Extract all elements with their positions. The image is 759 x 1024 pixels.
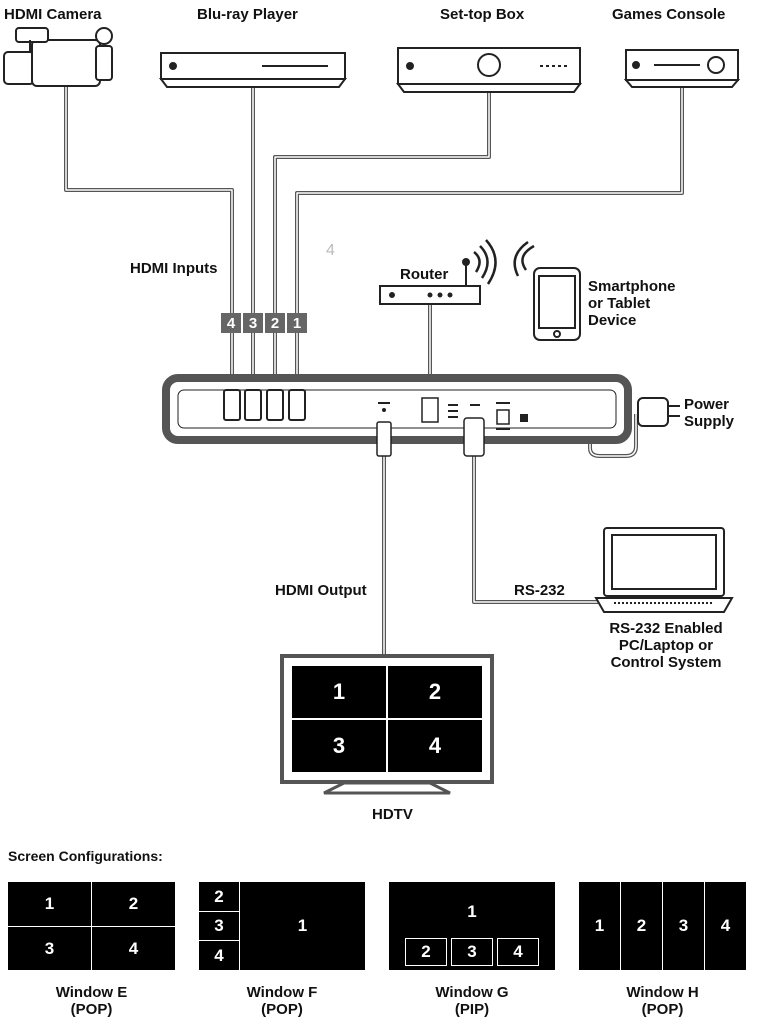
window-h: 1 2 3 4 bbox=[579, 882, 746, 970]
input-tag-1: 1 bbox=[287, 313, 307, 333]
window-g: 1 2 3 4 bbox=[389, 882, 555, 970]
input-connectors bbox=[223, 389, 306, 421]
laptop-label: RS-232 Enabled PC/Laptop or Control Syst… bbox=[609, 620, 723, 671]
rs232-label: RS-232 bbox=[514, 582, 565, 599]
window-g-pip-4: 4 bbox=[497, 938, 539, 966]
tv-cell-4: 4 bbox=[428, 733, 442, 758]
window-e-cell-3: 3 bbox=[44, 938, 55, 958]
router-icon bbox=[379, 258, 481, 305]
window-e-cell-2: 2 bbox=[128, 893, 139, 913]
window-e-caption: Window E (POP) bbox=[55, 984, 128, 1018]
window-f-divider-v bbox=[239, 882, 240, 970]
window-h-cell-2: 2 bbox=[636, 916, 647, 935]
tv-divider-h bbox=[292, 718, 482, 720]
tv-cell-3: 3 bbox=[332, 733, 346, 758]
games-console-icon bbox=[623, 49, 741, 88]
window-f-divider-h2 bbox=[199, 940, 239, 941]
window-e-cell-1: 1 bbox=[44, 893, 55, 913]
cable-rs232 bbox=[472, 455, 598, 604]
tv-cell-1: 1 bbox=[332, 679, 346, 704]
hdmi-inputs-label: HDMI Inputs bbox=[130, 260, 218, 277]
settop-box-label: Set-top Box bbox=[440, 6, 525, 23]
window-h-divider-3 bbox=[704, 882, 705, 970]
window-f-main: 1 bbox=[297, 916, 308, 935]
faint-mark: 4 bbox=[326, 242, 335, 259]
window-f-side-2: 3 bbox=[214, 916, 224, 935]
hdtv-label: HDTV bbox=[372, 806, 413, 823]
hdmi-output-label: HDMI Output bbox=[275, 582, 367, 599]
dc-port bbox=[496, 409, 510, 425]
window-f-divider-h1 bbox=[199, 911, 239, 912]
bluray-player-icon bbox=[159, 52, 347, 88]
hdmi-camera-label: HDMI Camera bbox=[4, 6, 102, 23]
cable-settop bbox=[273, 84, 491, 390]
window-f-caption: Window F (POP) bbox=[246, 984, 318, 1018]
laptop-icon bbox=[594, 527, 734, 613]
input-tag-3: 3 bbox=[243, 313, 263, 333]
wifi-signal-icon bbox=[473, 239, 535, 285]
window-h-cell-1: 1 bbox=[594, 916, 605, 935]
tv-cell-2: 2 bbox=[428, 679, 442, 704]
screen-configurations-title: Screen Configurations: bbox=[8, 848, 163, 864]
tablet-icon bbox=[533, 267, 581, 341]
window-g-pip-3: 3 bbox=[451, 938, 493, 966]
hdmi-output-port bbox=[376, 421, 392, 457]
rs232-port bbox=[463, 417, 485, 457]
bluray-player-label: Blu-ray Player bbox=[197, 6, 298, 23]
input-tag-4: 4 bbox=[221, 313, 241, 333]
cable-camera bbox=[64, 86, 234, 390]
window-h-cell-3: 3 bbox=[678, 916, 689, 935]
window-h-divider-1 bbox=[620, 882, 621, 970]
camera-icon bbox=[3, 27, 113, 87]
window-h-caption: Window H (POP) bbox=[626, 984, 699, 1018]
window-e: 1 2 3 4 bbox=[8, 882, 175, 970]
window-f: 2 3 4 1 bbox=[199, 882, 365, 970]
window-h-divider-2 bbox=[662, 882, 663, 970]
window-e-divider-h bbox=[8, 926, 175, 927]
input-tag-2: 2 bbox=[265, 313, 285, 333]
window-e-cell-4: 4 bbox=[128, 938, 139, 958]
games-console-label: Games Console bbox=[612, 6, 726, 23]
lan-port bbox=[421, 397, 439, 423]
window-f-side-1: 2 bbox=[214, 886, 224, 906]
input-tags: 4 3 2 1 bbox=[221, 313, 311, 333]
smartphone-label: Smartphone or Tablet Device bbox=[588, 278, 676, 329]
hdtv-screen: 1 2 3 4 bbox=[292, 666, 482, 772]
router-label: Router bbox=[400, 266, 449, 283]
window-h-cell-4: 4 bbox=[720, 916, 731, 935]
window-g-main: 1 bbox=[467, 902, 477, 921]
settop-box-icon bbox=[396, 47, 582, 93]
power-supply-label: Power Supply bbox=[684, 396, 735, 430]
window-g-caption: Window G (PIP) bbox=[435, 984, 509, 1018]
window-g-pip-2: 2 bbox=[405, 938, 447, 966]
window-f-side-3: 4 bbox=[214, 945, 224, 965]
power-adapter-icon bbox=[637, 397, 680, 427]
